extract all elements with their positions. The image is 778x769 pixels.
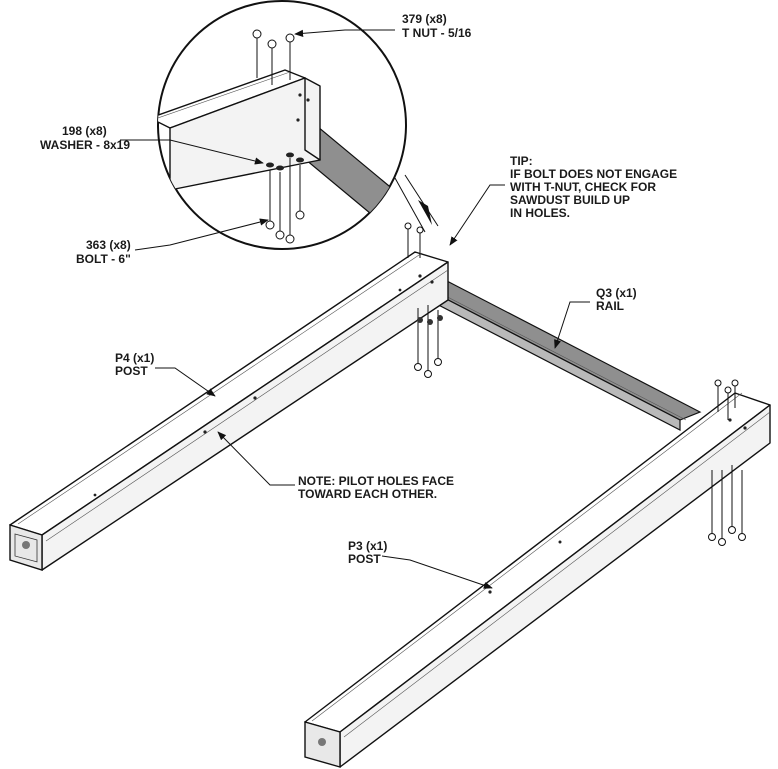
- svg-text:Q3 (x1): Q3 (x1): [596, 286, 637, 300]
- callout-note: NOTE: PILOT HOLES FACE TOWARD EACH OTHER…: [298, 474, 454, 501]
- tnuts-above-p4: [404, 222, 424, 258]
- post-p3: [304, 392, 771, 768]
- svg-text:NOTE: PILOT HOLES FACE: NOTE: PILOT HOLES FACE: [298, 474, 454, 488]
- svg-text:IN HOLES.: IN HOLES.: [510, 206, 570, 220]
- rail-q3: [423, 279, 702, 431]
- svg-text:RAIL: RAIL: [596, 299, 624, 313]
- svg-text:POST: POST: [115, 364, 148, 378]
- svg-text:IF BOLT DOES NOT ENGAGE: IF BOLT DOES NOT ENGAGE: [510, 167, 677, 181]
- bolts-under-p3: [708, 465, 746, 546]
- callout-washer: 198 (x8) WASHER - 8x19: [40, 124, 130, 152]
- svg-text:POST: POST: [348, 552, 381, 566]
- svg-text:363 (x8): 363 (x8): [86, 238, 131, 252]
- callout-tip: TIP: IF BOLT DOES NOT ENGAGE WITH T-NUT,…: [510, 154, 677, 220]
- svg-text:WASHER - 8x19: WASHER - 8x19: [40, 138, 130, 152]
- callout-post-p4: P4 (x1) POST: [115, 351, 154, 378]
- detail-zoom-view: [157, 0, 439, 250]
- svg-text:379 (x8): 379 (x8): [402, 12, 447, 26]
- svg-text:P3 (x1): P3 (x1): [348, 539, 387, 553]
- tnuts-above-p3: [714, 379, 739, 420]
- leader-lines: [120, 29, 590, 589]
- svg-text:BOLT - 6": BOLT - 6": [76, 252, 131, 266]
- svg-text:P4 (x1): P4 (x1): [115, 351, 154, 365]
- callout-bolt: 363 (x8) BOLT - 6": [76, 238, 131, 266]
- callout-rail: Q3 (x1) RAIL: [596, 286, 637, 313]
- post-p4: [9, 251, 449, 571]
- svg-text:198 (x8): 198 (x8): [62, 124, 107, 138]
- svg-text:WITH T-NUT, CHECK FOR: WITH T-NUT, CHECK FOR: [510, 180, 656, 194]
- callout-tnut: 379 (x8) T NUT - 5/16: [402, 12, 472, 40]
- svg-text:SAWDUST BUILD UP: SAWDUST BUILD UP: [510, 193, 630, 207]
- svg-text:T NUT - 5/16: T NUT - 5/16: [402, 26, 472, 40]
- bolts-under-p4: [414, 305, 443, 378]
- svg-text:TOWARD EACH OTHER.: TOWARD EACH OTHER.: [298, 487, 437, 501]
- svg-text:TIP:: TIP:: [510, 154, 533, 168]
- callout-post-p3: P3 (x1) POST: [348, 539, 387, 566]
